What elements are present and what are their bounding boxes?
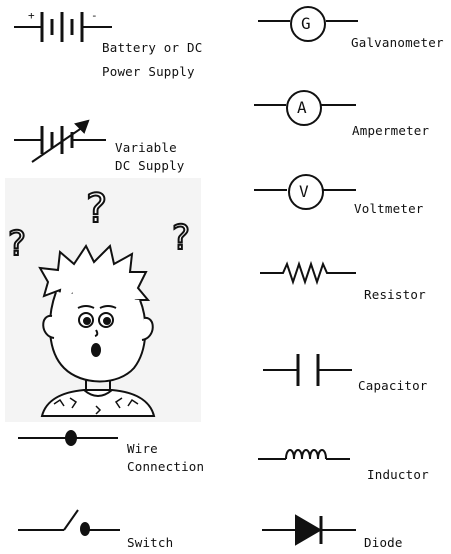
voltmeter-letter: V xyxy=(299,182,309,201)
diode-label: Diode xyxy=(364,535,403,550)
battery-minus-label: - xyxy=(91,9,98,22)
galvanometer-letter: G xyxy=(301,14,311,33)
galvanometer-symbol-icon xyxy=(258,6,358,42)
resistor-label: Resistor xyxy=(364,287,426,302)
switch-label: Switch xyxy=(127,535,174,550)
wire-connection-label-line1: Wire xyxy=(127,441,158,456)
confused-boy-icon: ? ? ? xyxy=(7,185,191,417)
variable-dc-label-line1: Variable xyxy=(115,140,177,155)
switch-symbol-icon xyxy=(18,509,120,536)
variable-dc-symbol-icon xyxy=(14,119,106,163)
capacitor-label: Capacitor xyxy=(358,378,428,393)
galvanometer-label: Galvanometer xyxy=(351,35,444,50)
ampermeter-label: Ampermeter xyxy=(352,123,430,138)
battery-label-line1: Battery or DC xyxy=(102,40,203,55)
wire-connection-symbol-icon xyxy=(18,430,118,446)
ampermeter-letter: A xyxy=(297,98,307,117)
inductor-label: Inductor xyxy=(367,467,429,482)
voltmeter-label: Voltmeter xyxy=(354,201,424,216)
capacitor-symbol-icon xyxy=(263,354,352,386)
diode-symbol-icon xyxy=(262,514,356,546)
svg-text:?: ? xyxy=(8,224,26,264)
svg-text:?: ? xyxy=(172,218,190,258)
ampermeter-symbol-icon xyxy=(254,90,356,126)
voltmeter-symbol-icon xyxy=(254,174,356,210)
variable-dc-label-line2: DC Supply xyxy=(115,158,185,173)
inductor-symbol-icon xyxy=(258,449,350,460)
resistor-symbol-icon xyxy=(260,260,356,286)
battery-label-line2: Power Supply xyxy=(102,64,195,79)
battery-plus-label: + xyxy=(28,9,35,22)
wire-connection-label-line2: Connection xyxy=(127,459,205,474)
battery-symbol-icon xyxy=(14,12,112,42)
svg-text:?: ? xyxy=(86,186,107,232)
